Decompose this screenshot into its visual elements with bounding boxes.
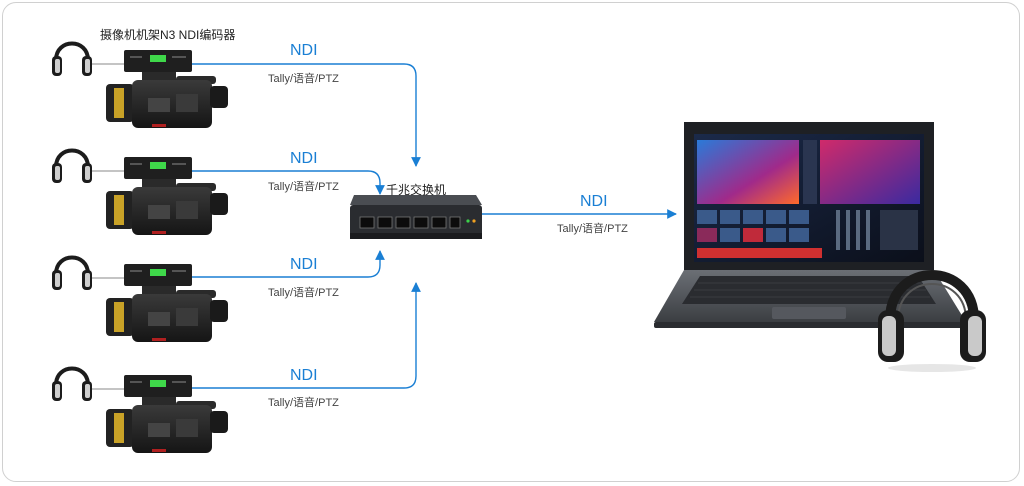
link-3-signals: Tally/语音/PTZ [268, 287, 339, 299]
link-1-protocol: NDI [290, 42, 318, 59]
ndi-encoder-icon [124, 264, 192, 286]
network-switch-icon [350, 195, 482, 239]
camera-unit-3 [52, 255, 228, 342]
headphones-icon [52, 255, 124, 290]
link-line-2 [175, 170, 385, 195]
headphones-icon [52, 366, 124, 401]
link-2-signals: Tally/语音/PTZ [268, 181, 339, 193]
connection-lines [175, 63, 677, 389]
link-4-signals: Tally/语音/PTZ [268, 397, 339, 409]
camera-unit-1 [52, 41, 228, 128]
camcorder-icon [106, 179, 228, 235]
link-line-4 [175, 282, 421, 389]
camera-unit-4 [52, 366, 228, 453]
camcorder-icon [106, 72, 228, 128]
headphones-icon [52, 41, 124, 76]
link-2-protocol: NDI [290, 150, 318, 167]
uplink-protocol: NDI [580, 193, 608, 210]
switch-label: 千兆交换机 [386, 183, 447, 197]
link-4-protocol: NDI [290, 367, 318, 384]
ndi-encoder-icon [124, 157, 192, 179]
camera-unit-2 [52, 148, 228, 235]
camera-rows [52, 41, 228, 453]
encoder-title: 摄像机机架N3 NDI编码器 [100, 28, 236, 42]
headphones-icon [878, 270, 986, 372]
headphones-icon [52, 148, 124, 183]
laptop-icon [654, 122, 966, 328]
link-1-signals: Tally/语音/PTZ [268, 73, 339, 85]
ndi-encoder-icon [124, 375, 192, 397]
camcorder-icon [106, 286, 228, 342]
uplink-signals: Tally/语音/PTZ [557, 223, 628, 235]
link-line-3 [175, 250, 385, 278]
link-line-1 [175, 63, 421, 167]
ndi-encoder-icon [124, 50, 192, 72]
camcorder-icon [106, 397, 228, 453]
link-3-protocol: NDI [290, 256, 318, 273]
